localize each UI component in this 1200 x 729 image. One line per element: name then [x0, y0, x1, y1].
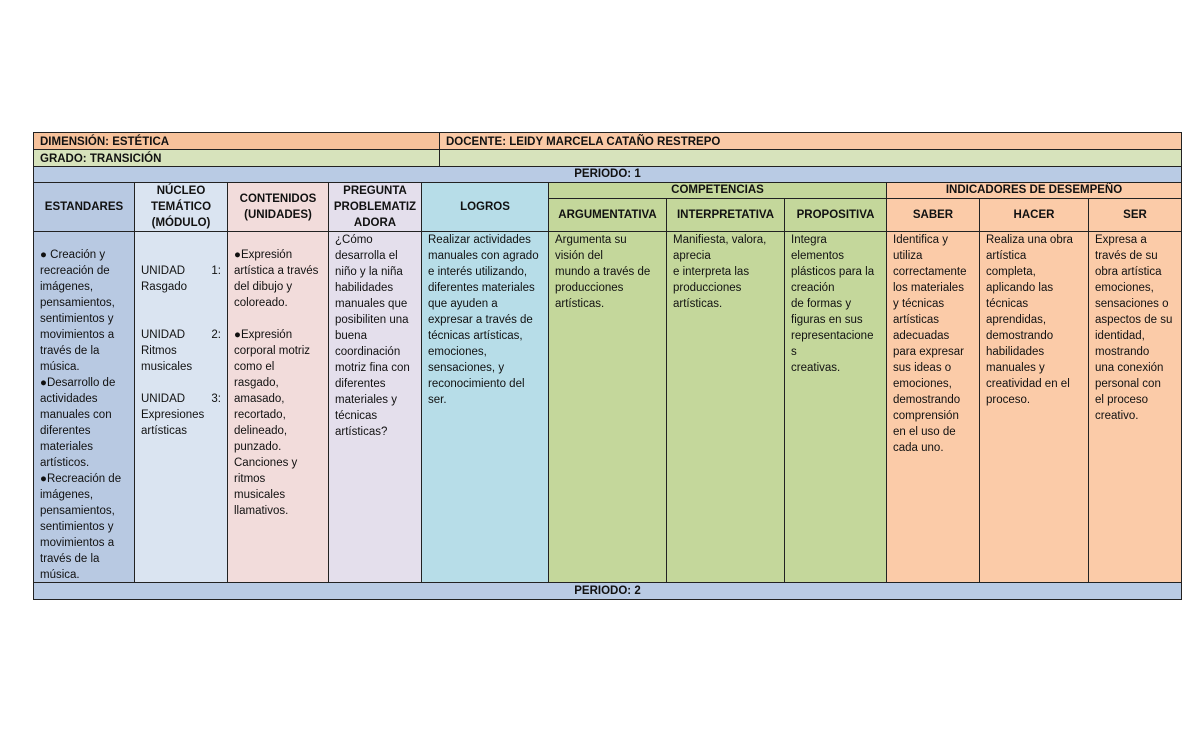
unit-3-number: 3:	[211, 393, 221, 405]
column-header-contenidos: CONTENIDOS (UNIDADES)	[227, 182, 329, 232]
unit-2-number: 2:	[211, 329, 221, 341]
propositiva-cell: Integra elementos plásticos para la crea…	[784, 231, 887, 583]
contenidos-item-1: ●Expresión artística a través del dibujo…	[234, 249, 319, 309]
unit-1-label: UNIDAD	[141, 265, 186, 277]
argumentativa-cell: Argumenta su visión del mundo a través d…	[548, 231, 667, 583]
unit-1-number: 1:	[211, 265, 221, 277]
column-header-pregunta: PREGUNTA PROBLEMATIZ ADORA	[328, 182, 422, 232]
nucleo-cell: UNIDAD 1: Rasgado UNIDAD 2: Ritmos musical…	[134, 231, 228, 583]
unit-1-name: Rasgado	[141, 281, 188, 293]
pregunta-cell: ¿Cómo desarrolla el niño y la niña habil…	[328, 231, 422, 583]
unit-2: UNIDAD 2: Ritmos musicales	[141, 327, 221, 375]
grade-empty-cell	[439, 149, 1182, 167]
period-2-header: PERIODO: 2	[33, 582, 1182, 600]
column-header-competencias: COMPETENCIAS	[548, 182, 887, 199]
contenidos-item-2: ●Expresión corporal motriz como el rasga…	[234, 329, 311, 517]
period-1-header: PERIODO: 1	[33, 166, 1182, 183]
teacher-cell: DOCENTE: LEIDY MARCELA CATAÑO RESTREPO	[439, 132, 1182, 150]
column-header-hacer: HACER	[979, 198, 1089, 232]
column-header-nucleo: NÚCLEO TEMÁTICO (MÓDULO)	[134, 182, 228, 232]
unit-2-label: UNIDAD	[141, 329, 186, 341]
saber-cell: Identifica y utiliza correctamente los m…	[886, 231, 980, 583]
column-header-logros: LOGROS	[421, 182, 549, 232]
unit-3: UNIDAD 3: Expresiones artísticas	[141, 391, 221, 439]
column-header-indicadores: INDICADORES DE DESEMPEÑO	[886, 182, 1182, 199]
estandares-cell: ● Creación y recreación de imágenes, pen…	[33, 231, 135, 583]
interpretativa-cell: Manifiesta, valora, aprecia e interpreta…	[666, 231, 785, 583]
column-header-saber: SABER	[886, 198, 980, 232]
hacer-cell: Realiza una obra artística completa, apl…	[979, 231, 1089, 583]
column-header-argumentativa: ARGUMENTATIVA	[548, 198, 667, 232]
column-header-ser: SER	[1088, 198, 1182, 232]
unit-2-name: Ritmos musicales	[141, 345, 193, 373]
dimension-cell: DIMENSIÓN: ESTÉTICA	[33, 132, 440, 150]
ser-cell: Expresa a través de su obra artística em…	[1088, 231, 1182, 583]
unit-3-label: UNIDAD	[141, 393, 186, 405]
column-header-estandares: ESTANDARES	[33, 182, 135, 232]
unit-3-name: Expresiones artísticas	[141, 409, 205, 437]
column-header-propositiva: PROPOSITIVA	[784, 198, 887, 232]
column-header-interpretativa: INTERPRETATIVA	[666, 198, 785, 232]
logros-cell: Realizar actividades manuales con agrado…	[421, 231, 549, 583]
contenidos-cell: ●Expresión artística a través del dibujo…	[227, 231, 329, 583]
grade-cell: GRADO: TRANSICIÓN	[33, 149, 440, 167]
unit-1: UNIDAD 1: Rasgado	[141, 263, 221, 295]
